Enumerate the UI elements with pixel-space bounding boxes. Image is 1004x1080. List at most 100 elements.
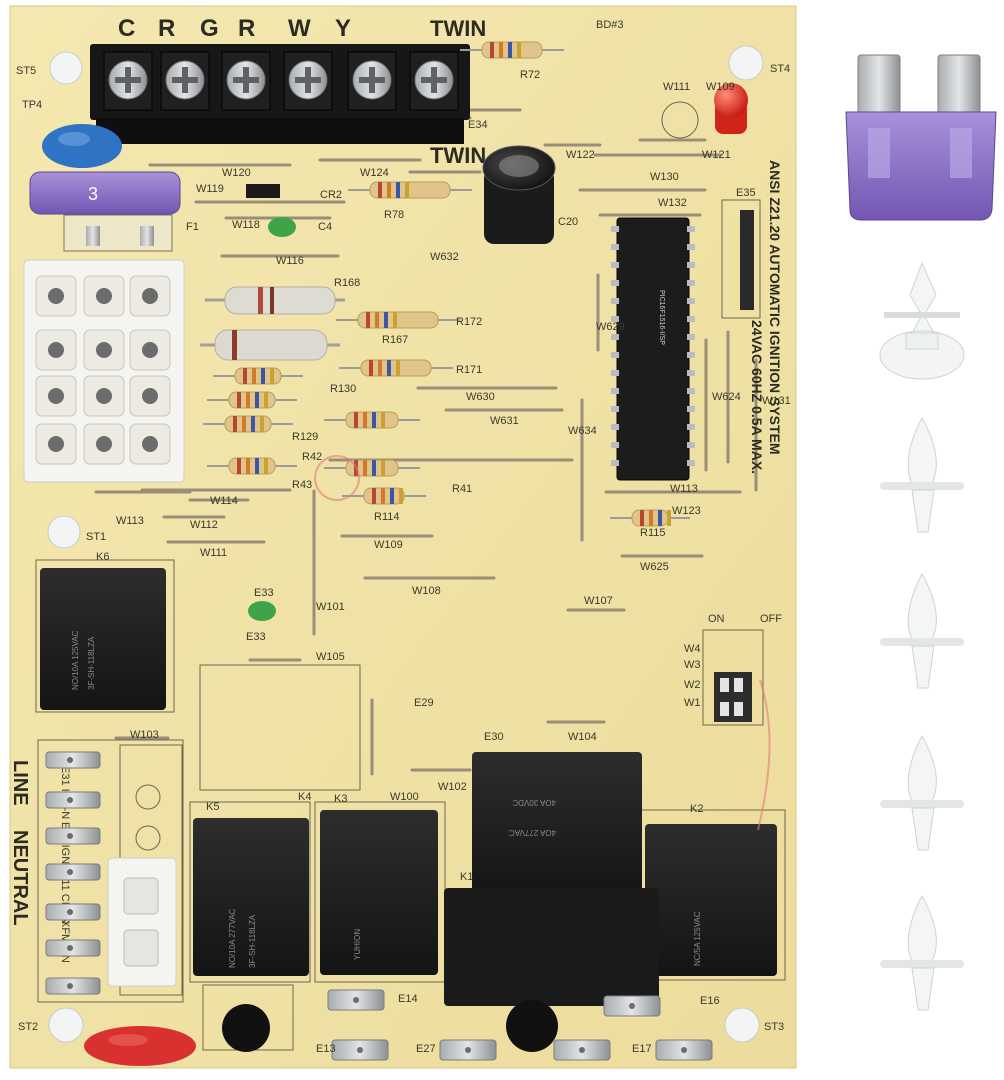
relay-k6-text2: 3F-SH-118LZA: [87, 636, 96, 690]
snap-in-clip: [880, 572, 964, 689]
terminal-label-r2: R: [238, 15, 255, 42]
quick-connect-tab: [45, 977, 101, 995]
cr2-label: CR2: [320, 189, 342, 201]
resistor: [610, 509, 690, 527]
component-label-w116: W116: [276, 255, 304, 267]
component-label-w624: W624: [712, 391, 741, 403]
quick-connect-tab: [45, 827, 101, 845]
electrolytic-capacitor-c4: C20: [482, 145, 578, 244]
u1-label: W113: [670, 483, 698, 495]
ds1-label: W109: [706, 81, 735, 93]
chip-pin: [611, 352, 619, 358]
terminal-labels: C R G R W Y TWIN TWIN BD#3: [118, 15, 624, 168]
chip-pin: [611, 334, 619, 340]
relay-k5-text: NO/10A 277VAC: [228, 908, 237, 968]
component-label-w124: W124: [360, 167, 389, 179]
c20-label: E33: [246, 631, 266, 643]
connector-pin: [83, 375, 125, 417]
connector-pin: [83, 329, 125, 371]
quick-connect-tab: [45, 903, 101, 921]
quick-connect-terminals: [45, 751, 101, 995]
relay-k1-rating-1: 4OA 30VDC: [512, 798, 556, 807]
standoff-st2: [48, 1007, 84, 1043]
connector-pin: [129, 329, 171, 371]
resistor: [342, 487, 426, 505]
inspection-marks: [314, 455, 771, 831]
line-label: LINE: [9, 760, 31, 806]
st1-label: ST1: [86, 531, 106, 543]
connector-pin: [129, 423, 171, 465]
chip-pin: [611, 460, 619, 466]
dip-off-label: OFF: [760, 613, 782, 625]
component-label-w130: W130: [650, 171, 679, 183]
k3-label: K3: [334, 793, 347, 805]
relays: NO/10A 125VAC 3F-SH-118LZA K6 NO/10A 277…: [40, 551, 777, 1006]
component-label-w132: W132: [658, 197, 687, 209]
chip-pin: [687, 406, 695, 412]
snap-in-clip: [880, 416, 964, 533]
chip-pin: [611, 298, 619, 304]
rating-text: 24VAC 60HZ 0.5A MAX.: [749, 320, 765, 474]
terminal-screw: [283, 51, 333, 111]
connector-pin: [35, 329, 77, 371]
component-label-tp4: TP4: [22, 99, 42, 111]
quick-connect-tab: [327, 989, 385, 1011]
thermostat-terminal-block: [90, 44, 470, 144]
k2-label: K2: [690, 803, 703, 815]
component-label-w634: W634: [568, 425, 597, 437]
chip-pin: [611, 262, 619, 268]
st5-label: ST5: [16, 65, 36, 77]
blade-fuse: [845, 54, 997, 221]
terminal-label-twin: TWIN: [430, 16, 486, 41]
component-label-r168: R168: [334, 277, 360, 289]
chip-pin: [611, 442, 619, 448]
accessories: [845, 54, 997, 1011]
chip-pin: [687, 298, 695, 304]
component-label-w122: W122: [566, 149, 595, 161]
relay-k5-text2: 3F-SH-118LZA: [248, 914, 257, 968]
quick-connect-tab: [45, 863, 101, 881]
dip-switch-block: ON OFF W4 W3 W2 W1: [684, 613, 782, 722]
chip-pin: [611, 406, 619, 412]
bottom-components: [84, 1000, 558, 1066]
relay-k6: NO/10A 125VAC 3F-SH-118LZA K6: [40, 551, 166, 710]
component-label-w120: W120: [222, 167, 251, 179]
resistor: [207, 457, 297, 475]
chip-pin: [687, 352, 695, 358]
component-label-w632: W632: [430, 251, 459, 263]
chip-pin: [611, 370, 619, 376]
snap-in-clip: [880, 894, 964, 1011]
connector-pin: [83, 423, 125, 465]
component-label-w104: W104: [568, 731, 597, 743]
component-label-w131: W131: [762, 395, 791, 407]
chip-pin: [687, 316, 695, 322]
k6-label: K6: [96, 551, 109, 563]
relay-k1-large: 4OA 30VDC 4OA 277VAC K1: [444, 752, 659, 1006]
k4-label: K4: [298, 791, 311, 803]
component-label-r129: R129: [292, 431, 318, 443]
resistor: [460, 41, 564, 59]
ds2-label: W111: [663, 81, 690, 93]
component-label-w111: W111: [200, 547, 227, 559]
component-label-w112: W112: [190, 519, 218, 531]
neutral-label: NEUTRAL: [9, 830, 31, 926]
twelve-pin-connector: [23, 259, 185, 483]
chip-pin: [611, 316, 619, 322]
st4-label: ST4: [770, 63, 790, 75]
terminal-label-w: W: [288, 15, 311, 42]
spec-text: ANSI Z21.20 AUTOMATIC IGNITION SYSTEM: [767, 160, 783, 455]
component-label-r171: R171: [456, 364, 482, 376]
component-label-e29: E29: [414, 697, 434, 709]
board-id: BD#3: [596, 19, 624, 31]
component-label-e30: E30: [484, 731, 504, 743]
dip-w1: W1: [684, 697, 701, 709]
chip-pin: [611, 424, 619, 430]
st3-label: ST3: [764, 1021, 784, 1033]
component-label-w630: W630: [466, 391, 495, 403]
component-label-e34: E34: [468, 119, 488, 131]
component-label-e35: E35: [736, 187, 756, 199]
resistors: [203, 41, 690, 527]
fuse-value: 3: [88, 184, 98, 204]
